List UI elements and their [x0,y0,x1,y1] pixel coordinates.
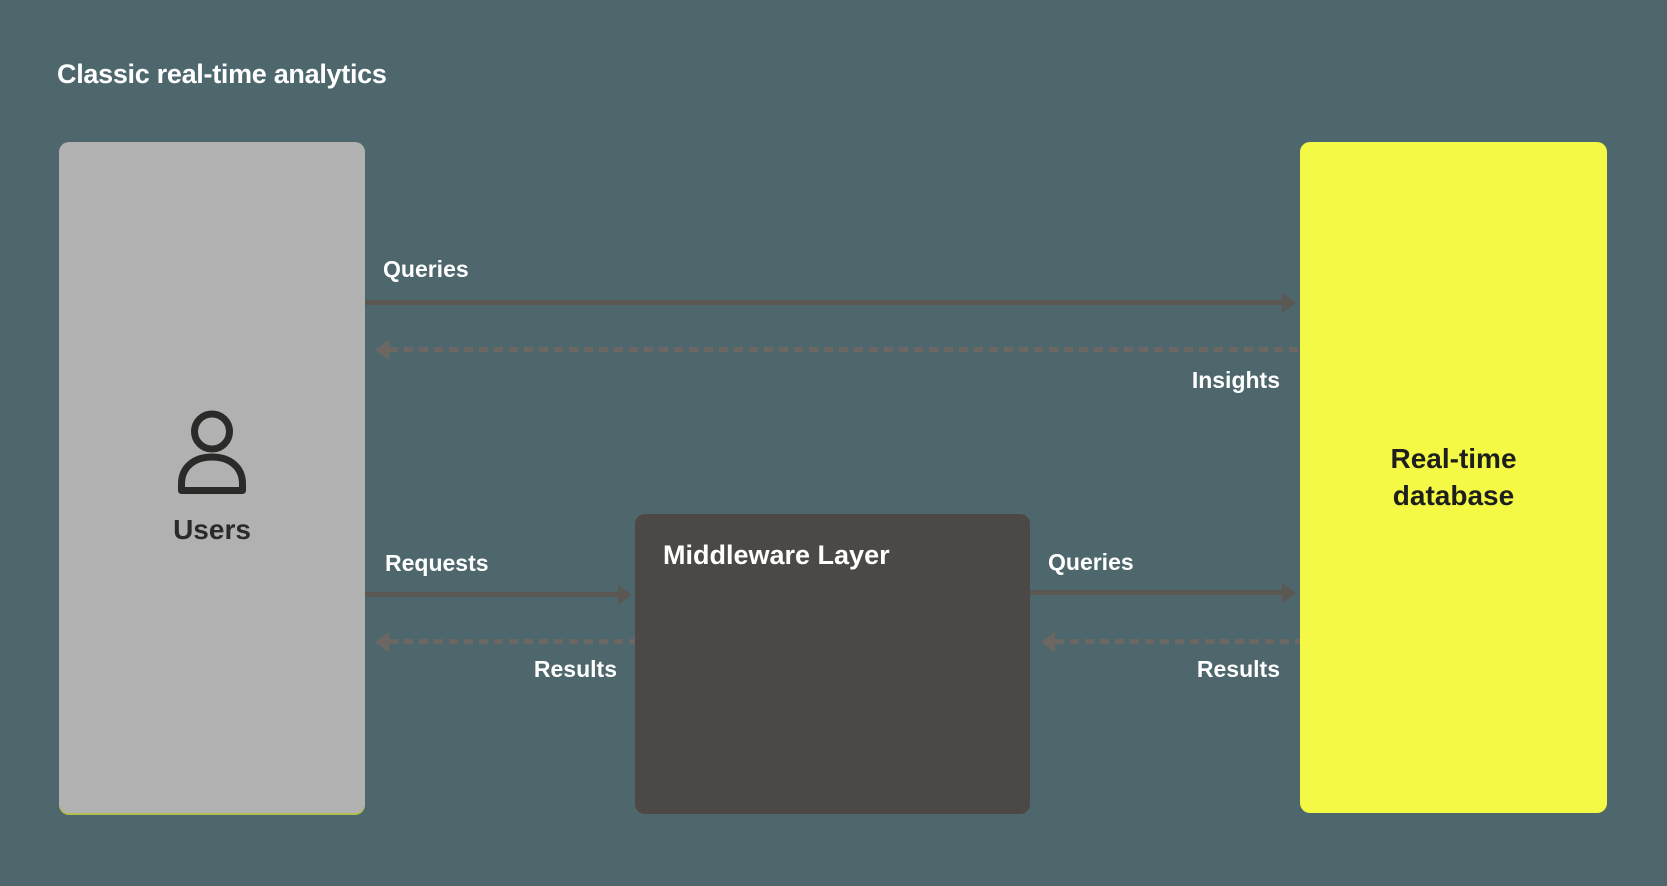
edge-label-queries-top: Queries [383,256,469,282]
node-database: Real-time database [1300,142,1607,813]
arrow-users-to-middleware-line [365,592,618,597]
arrow-left-icon [1041,632,1055,652]
arrow-right-icon [1282,293,1296,313]
arrow-users-to-database-line [365,300,1282,305]
arrow-database-to-middleware-line [1055,639,1300,644]
user-icon [174,410,250,494]
page-title: Classic real-time analytics [57,59,387,89]
edge-label-results-left: Results [533,656,617,682]
node-middleware-label: Middleware Layer [663,540,890,570]
edge-label-queries-right: Queries [1048,549,1134,575]
node-users: Users [59,142,365,813]
node-middleware: Middleware Layer [635,514,1030,814]
node-users-label: Users [173,513,251,545]
node-database-label: Real-time database [1390,443,1517,511]
edge-label-requests: Requests [385,550,489,576]
arrow-middleware-to-users-line [389,639,635,644]
arrow-right-icon [618,585,632,605]
edge-label-results-right: Results [1196,656,1280,682]
arrow-left-icon [375,340,389,360]
edge-label-insights: Insights [1191,367,1280,393]
arrow-database-to-users-line [389,347,1300,352]
arrow-middleware-to-database-line [1030,590,1282,595]
arrow-left-icon [375,632,389,652]
arrow-right-icon [1282,583,1296,603]
